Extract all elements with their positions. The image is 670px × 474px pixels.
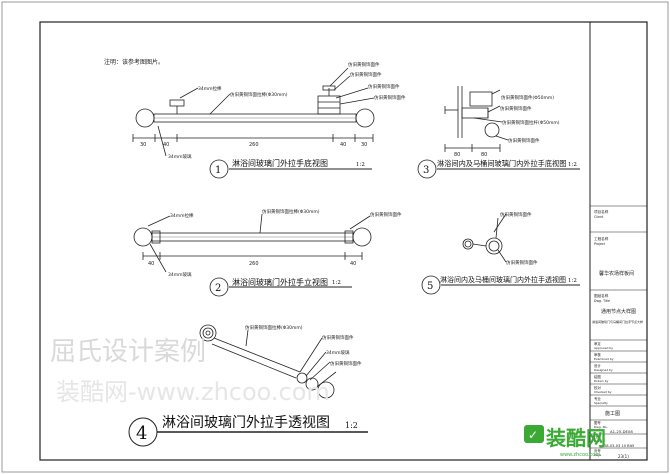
detail-2-scale: 1:2 [332, 280, 341, 286]
tb-r3b: Dwg. Title [594, 299, 610, 303]
dim-2-b: 260 [249, 261, 259, 267]
detail-3-label [417, 159, 580, 179]
callout-7: 34mm玻璃 [168, 153, 192, 160]
callout-21: 仿旧黄铜饰面件 [506, 259, 538, 266]
detail-5-title: 淋浴间内及马桶间玻璃门内外拉手透视图 [440, 275, 566, 284]
detail-5-drawing [462, 213, 507, 263]
tb-r7a: 绘图 [594, 374, 601, 379]
callout-9: 仿旧黄铜饰面拉棒(Φ30mm) [262, 208, 320, 215]
dim-3-a: 80 [454, 152, 460, 158]
watermark-logo-text: 装酷网 [545, 426, 606, 450]
callout-18: 仿旧黄铜饰面件 [322, 334, 354, 341]
tb-r3a: 图纸名称 [594, 293, 609, 298]
detail-5-scale: 1:2 [568, 278, 577, 284]
callout-6: 仿旧黄铜饰面件 [374, 94, 406, 101]
tb-r8a: 校对 [594, 385, 601, 390]
detail-4-drawing [199, 324, 337, 399]
tb-dwg-no: A1-25-DE08 [610, 429, 633, 434]
tb-r4b: Approved by [594, 346, 613, 350]
callout-3: 仿旧黄铜饰面件 [348, 61, 380, 68]
tb-specialty: 施工图 [605, 410, 620, 417]
drawing-note: 注明：该参考图图片。 [104, 58, 164, 66]
tb-r4a: 审定 [594, 341, 601, 346]
callout-1: 34mm拉棒 [198, 85, 222, 92]
tb-r10a: 图号 [594, 420, 601, 425]
tb-r2b: Project [594, 242, 606, 246]
tb-date: 08-03-03 10 Blt5 [604, 444, 634, 448]
tb-r9b: Specialty [594, 401, 608, 405]
detail-2-label [209, 277, 352, 297]
inner-frame [39, 21, 648, 461]
tb-project-name: 馨华农场样板间 [599, 270, 634, 277]
svg-text:✓: ✓ [528, 428, 538, 442]
callout-2: 仿旧黄铜饰面拉棒(Φ30mm) [230, 91, 288, 98]
tb-r12b: Page [594, 453, 601, 457]
detail-1-number: 1 [215, 165, 221, 176]
callout-16: 仿旧黄铜饰面件 [500, 211, 532, 218]
detail-2-drawing [133, 213, 372, 273]
detail-1-label [209, 159, 372, 179]
tb-r11a: 日期 [594, 434, 601, 439]
detail-3-title: 淋浴间内及马桶间玻璃门内外拉手底视图 [437, 159, 566, 168]
callout-11: 34mm玻璃 [168, 271, 192, 278]
detail-3-drawing [444, 86, 509, 152]
tb-r5a: 审核 [594, 352, 601, 357]
tb-r2a: 工程名称 [594, 236, 609, 241]
watermark-logo: ✓ [524, 425, 544, 443]
tb-r1a: 项目名称 [594, 209, 609, 214]
dim-1-b: 40 [163, 142, 169, 148]
tb-r6b: Designed by [594, 368, 613, 372]
callout-5: 仿旧黄铜饰面件 [368, 83, 400, 90]
dim-1-d: 40 [340, 142, 346, 148]
dim-1-a: 30 [140, 142, 146, 148]
detail-2-title: 淋浴间玻璃门外拉手立视图 [232, 277, 328, 287]
detail-5-label [421, 275, 580, 295]
detail-4-number: 4 [136, 423, 147, 444]
callout-10: 仿旧黄铜饰面件 [370, 211, 402, 218]
callout-8: 34mm拉棒 [170, 212, 194, 219]
detail-4-title: 淋浴间玻璃门外拉手透视图 [162, 414, 330, 431]
callout-17: 仿旧黄铜饰面拉棒(Φ30mm) [245, 324, 303, 331]
tb-r1b: Client [594, 215, 604, 219]
detail-2-number: 2 [215, 283, 221, 294]
dim-2-a: 40 [148, 261, 154, 267]
callout-12: 仿旧黄铜饰面件(Φ50mm) [501, 94, 554, 101]
titleblock [590, 205, 647, 449]
tb-r6a: 设计 [594, 363, 601, 368]
detail-5-number: 5 [427, 281, 433, 292]
tb-r9a: 专业 [594, 396, 601, 401]
watermark-cn-main: 屈氏设计案例 [50, 337, 206, 367]
tb-r7b: Drawn by [594, 379, 609, 383]
watermark-cn-sub: 装酷网-www.zhcoo.com [56, 378, 330, 406]
detail-1-drawing [132, 67, 375, 157]
callout-20: 仿旧黄铜饰面件 [330, 360, 362, 367]
tb-drawing-title: 通用节点大样图 [601, 308, 636, 315]
tb-page: 23(1) [618, 454, 629, 459]
tb-r11b: Date [594, 439, 601, 443]
dim-3-b: 80 [481, 152, 487, 158]
tb-drawing-sub: 淋浴间玻璃门与马桶间门拉手节点大样 [592, 319, 643, 324]
detail-4-scale: 1:2 [345, 421, 358, 430]
callout-19: 34mm玻璃 [326, 349, 350, 356]
detail-1-title: 淋浴间玻璃门外拉手底视图 [232, 158, 328, 168]
tb-r8b: Checked by [594, 390, 612, 394]
tb-r10b: Dwg. No. [594, 425, 608, 429]
callout-4: 仿旧黄铜饰面件 [350, 71, 382, 78]
watermark-logo-url: www.zhcoo.com [560, 452, 600, 458]
callout-13: 仿旧黄铜饰面件 [500, 105, 532, 112]
tb-r5b: Examined by [594, 357, 614, 361]
detail-3-scale: 1:2 [568, 162, 577, 168]
dim-2-c: 40 [350, 261, 356, 267]
callout-15: 仿旧黄铜饰面件 [508, 137, 540, 144]
dim-1-e: 30 [361, 142, 367, 148]
dim-1-c: 260 [249, 142, 259, 148]
detail-3-number: 3 [423, 165, 429, 176]
callout-14: 仿旧黄铜饰面拉杆(Φ50mm) [502, 119, 560, 126]
detail-1-scale: 1:2 [356, 162, 365, 168]
tb-r12a: 页号 [594, 448, 601, 453]
detail-4-label [128, 417, 368, 447]
